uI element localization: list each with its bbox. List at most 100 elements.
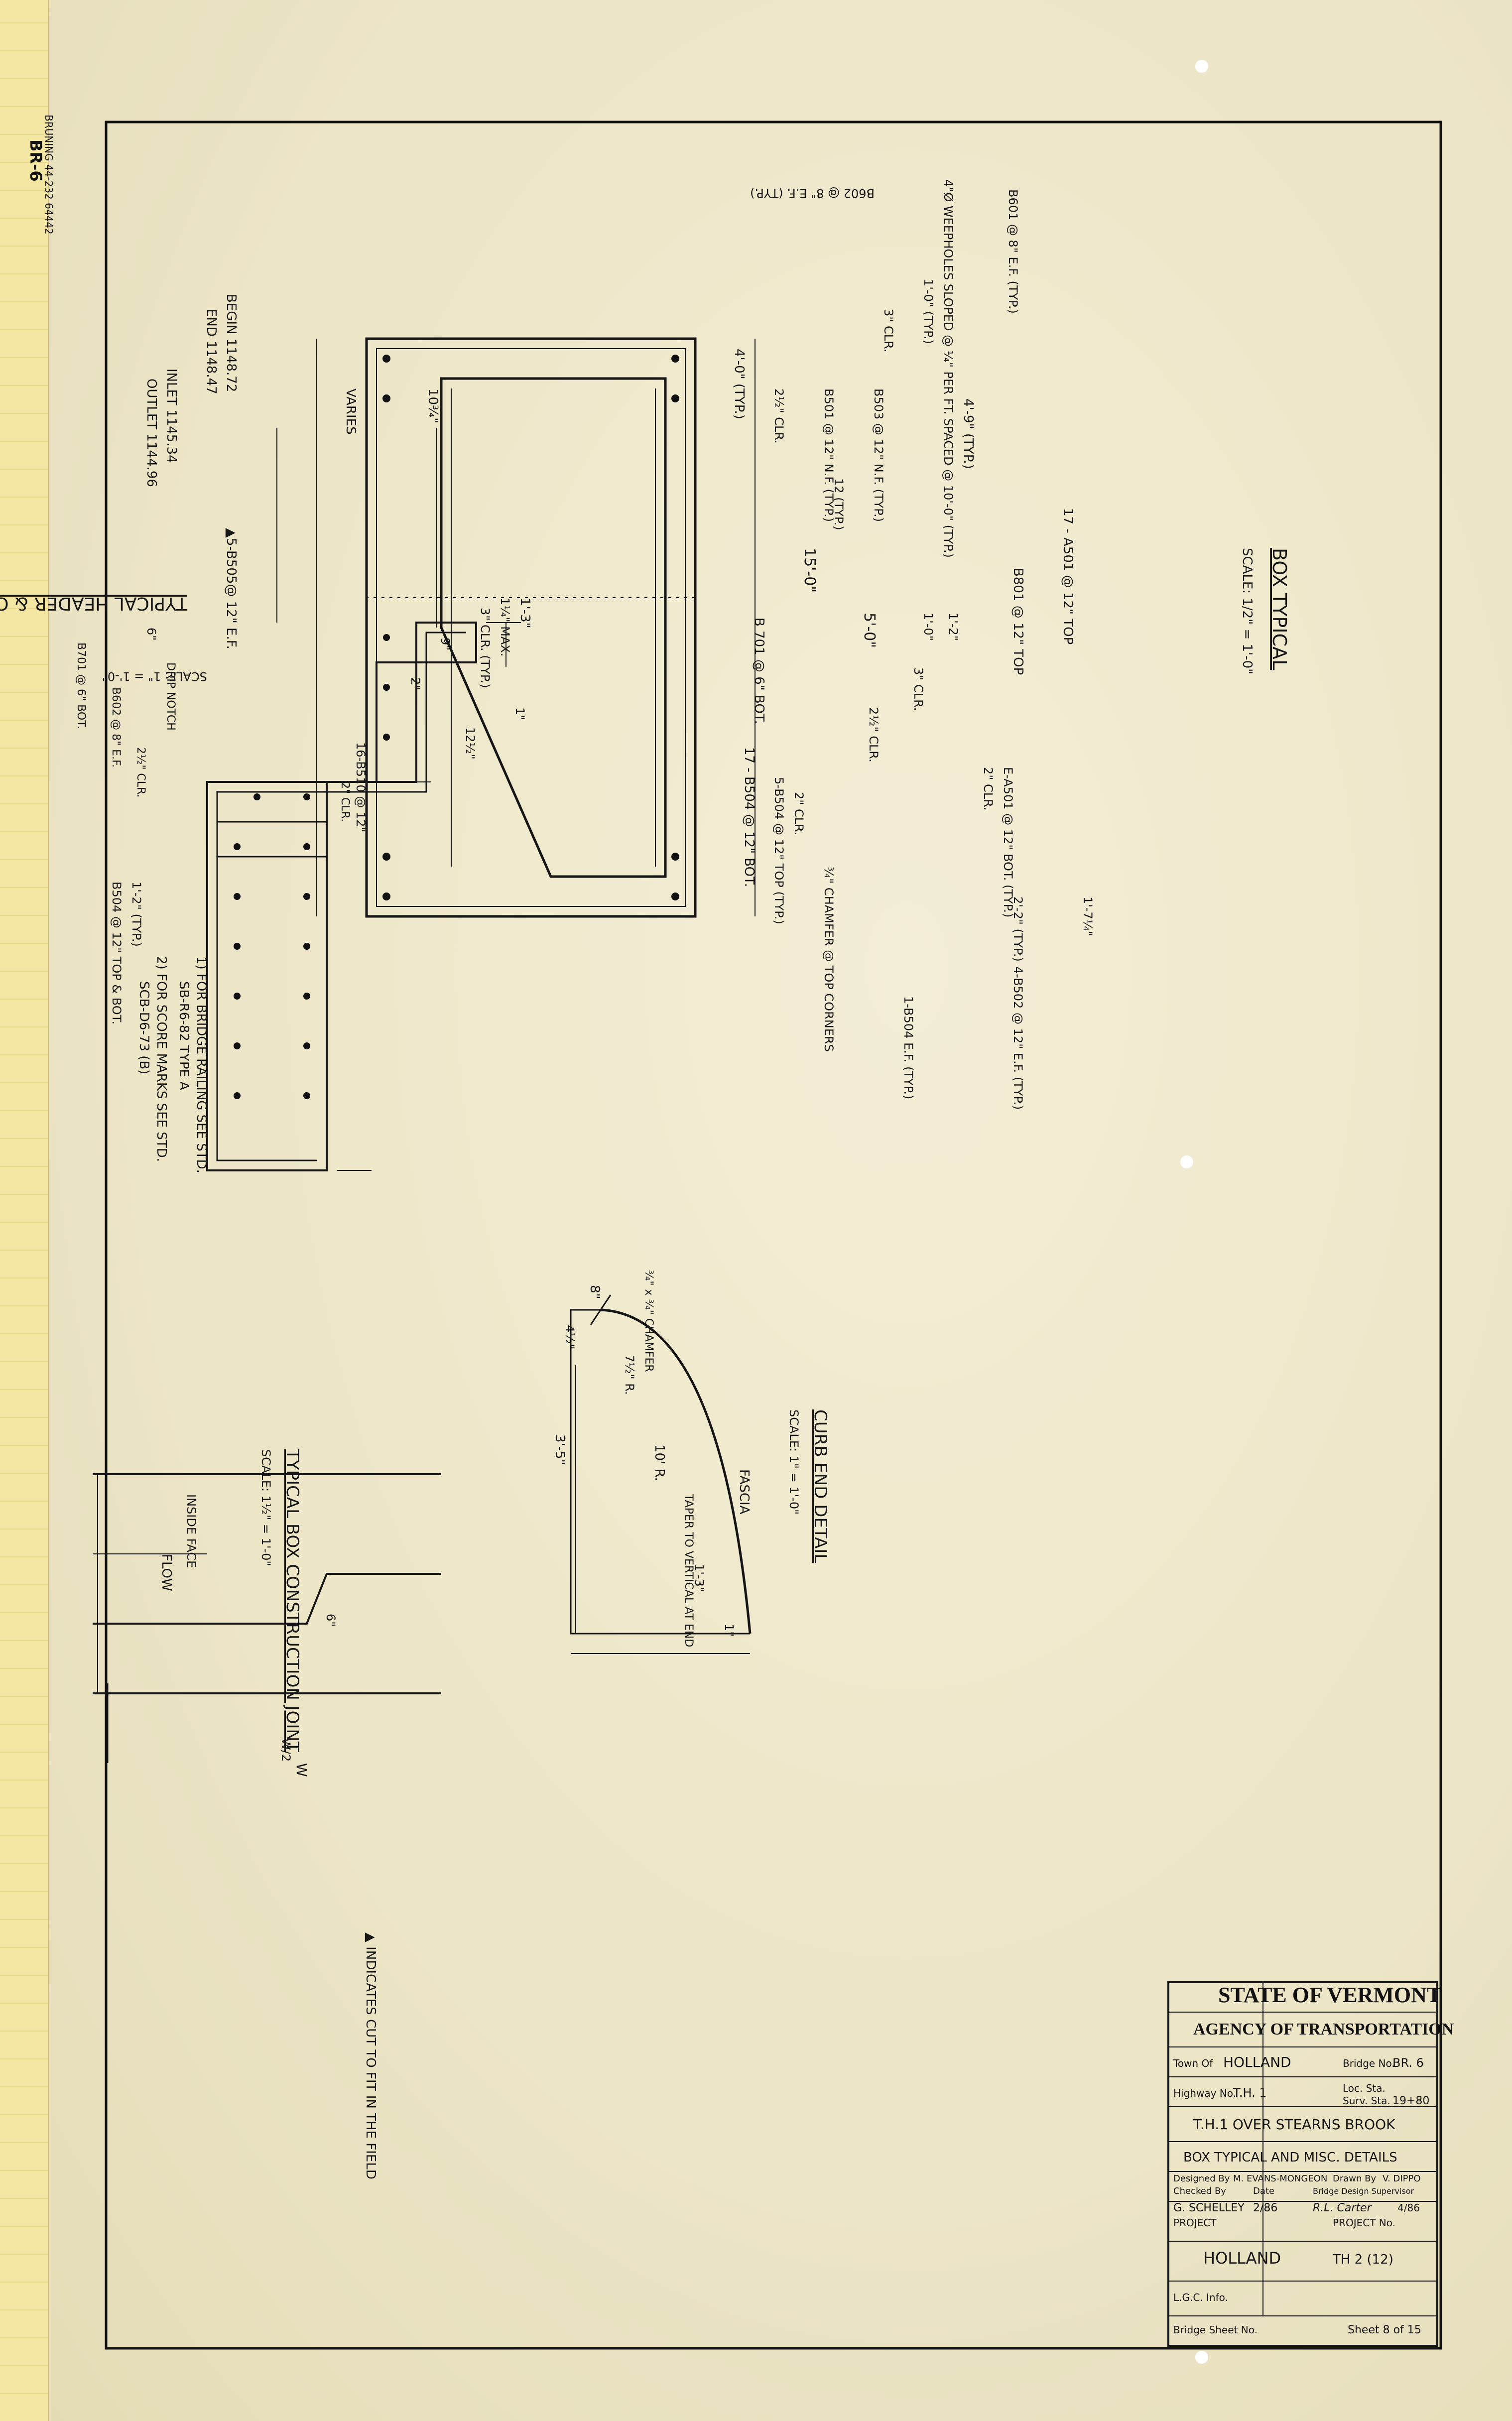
chamfer-label: ¾" x ¾" CHAMFER [642,1270,655,1372]
dim-label: 2" [408,677,422,690]
dim-label: 5'-0" [861,613,878,648]
b501-label: B501 @ 12" N.F. (TYP.) [822,388,836,522]
radius-label: 10' R. [652,1444,667,1481]
curb-end-scale: SCALE: 1" = 1'-0" [787,1409,801,1515]
title-block [1167,1981,1438,2347]
dim-label: 12½" [463,727,477,760]
box-typical-section [316,337,756,918]
dim-label: 2½" CLR. [867,707,881,763]
bridge-label: Bridge No. [1343,2057,1395,2069]
header-detail-scale: SCALE: 1" = 1'-0" [102,669,207,683]
box-rebar [376,348,686,907]
project-value: HOLLAND [1203,2249,1281,2268]
dim-label: 10¾" [425,388,440,423]
header-detail-title: TYPICAL HEADER & CURB DETAIL [0,593,188,614]
punch-hole [1195,60,1208,73]
joint-key [93,1573,441,1625]
b504-bot-label: 17 - B504 @ 12" BOT. [742,747,756,887]
date-label: Date [1253,2186,1274,2196]
dim-label: 1" [513,707,527,720]
drawn-value: V. DIPPO [1383,2173,1420,2184]
highway-label: Highway No. [1173,2087,1236,2099]
designed-value: M. EVANS-MONGEON [1233,2173,1327,2184]
b801-label: B801 @ 12" TOP [1010,568,1025,675]
dim-label: 2" CLR. [339,782,351,822]
sheet-of-value: Sheet 8 of 15 [1348,2324,1421,2336]
note-1: 1) FOR BRIDGE RAILING SEE STD. [194,956,209,1173]
curb-end-title: CURB END DETAIL [810,1409,830,1563]
punch-hole [1195,2351,1208,2364]
dim-label: 2½" CLR. [134,747,147,798]
construction-joint-detail [93,1473,441,1763]
dim-label: 4'-9" (TYP.) [961,398,976,469]
checked-value: G. SCHELLEY [1173,2202,1245,2214]
dim-label: 6" [324,1614,338,1627]
description-1: T.H.1 OVER STEARNS BROOK [1193,2116,1395,2133]
inside-face-label: INSIDE FACE [184,1494,198,1568]
dim-label: 1'-3" [692,1564,706,1592]
radius-label: 7½" R. [623,1355,636,1395]
b701-label: B701 @ 6" BOT. [75,642,87,729]
dim-label: 1'-0" (TYP.) [921,279,935,344]
dim-label: 2" CLR. [792,792,806,836]
drawn-label: Drawn By [1333,2173,1376,2184]
project-label: PROJECT [1173,2217,1217,2229]
dim-label: 3" CLR. (TYP.) [478,608,492,688]
dim-label: 1'-7¼" [1081,896,1095,936]
dim-label: 1¼" MAX. [498,598,512,656]
curb-end-detail [570,1294,752,1654]
dim-label: 4½" [563,1325,577,1350]
date2-value: 4/86 [1397,2202,1420,2214]
punch-hole [1180,1155,1193,1168]
b602-label: B602 @ 8" E.F. [110,687,122,767]
title-agency: AGENCY OF TRANSPORTATION [1193,2020,1454,2039]
b504-label: B504 @ 12" TOP & BOT. [110,882,124,1024]
curb-outline [570,1309,750,1635]
drip-label: DRIP NOTCH [164,662,177,731]
header-dots [234,634,390,1099]
box-typical-scale: SCALE: 1/2" = 1'-0" [1240,548,1255,674]
end-elev: END 1148.47 [204,309,219,394]
town-label: Town Of [1173,2057,1213,2069]
surv-sta-label: Surv. Sta. [1343,2095,1390,2107]
chamfer-label: ¾" CHAMFER @ TOP CORNERS [822,867,836,1052]
title-block-frame [1167,1981,1438,2347]
sheet-border [105,121,1442,2350]
box-dots [382,355,679,900]
sheet-mark: BR-6 [26,139,45,182]
joint-scale: SCALE: 1½" = 1'-0" [259,1449,273,1566]
chamfer-mark [590,1294,612,1325]
bridge-sheet-label: Bridge Sheet No. [1173,2324,1258,2336]
note-2: 2) FOR SCORE MARKS SEE STD. [154,956,169,1162]
curb-curve [600,1308,752,1634]
box-typical-title: BOX TYPICAL [1268,548,1290,670]
note-1b: SB-R6-82 TYPE A [176,981,191,1090]
span-label: 15'-0" [801,548,818,593]
date1-value: 2/86 [1253,2202,1277,2214]
b601-label: B601 @ 8" E.F. (TYP.) [1006,189,1020,314]
fascia-label: FASCIA [737,1469,752,1515]
header-rebar [216,632,466,1161]
surv-sta-value: 19+80 [1392,2095,1429,2107]
dim-label: 2" CLR. [981,767,995,811]
dim-label: 3" CLR. [882,309,895,353]
box-inner [440,377,667,878]
supervisor-value: R.L. Carter [1313,2202,1373,2214]
joint-title: TYPICAL BOX CONSTRUCTION JOINT [282,1449,302,1752]
top-bars-label: ▲5-B505@ 12" E.F. [224,528,239,649]
dim-label: W/2 [279,1738,293,1762]
dim-label: 6" [144,628,158,640]
begin-elev: BEGIN 1148.72 [224,294,239,392]
dim-label: 2'-2" (TYP.) [1011,896,1025,962]
title-state: STATE OF VERMONT [1218,1983,1441,2007]
loc-sta-label: Loc. Sta. [1343,2082,1386,2094]
flow-label: FLOW [159,1554,174,1591]
dim-label: 2½" CLR. [772,388,786,444]
project-no-value: TH 2 (12) [1332,2252,1393,2267]
dim-label: 3'-5" [552,1434,567,1465]
header-outline [206,622,477,1171]
weep-label: 4"Ø WEEPHOLES SLOPED @ ¼" PER FT. SPACED… [941,179,955,558]
taper-label: TAPER TO VERTICAL AT END [682,1494,695,1647]
